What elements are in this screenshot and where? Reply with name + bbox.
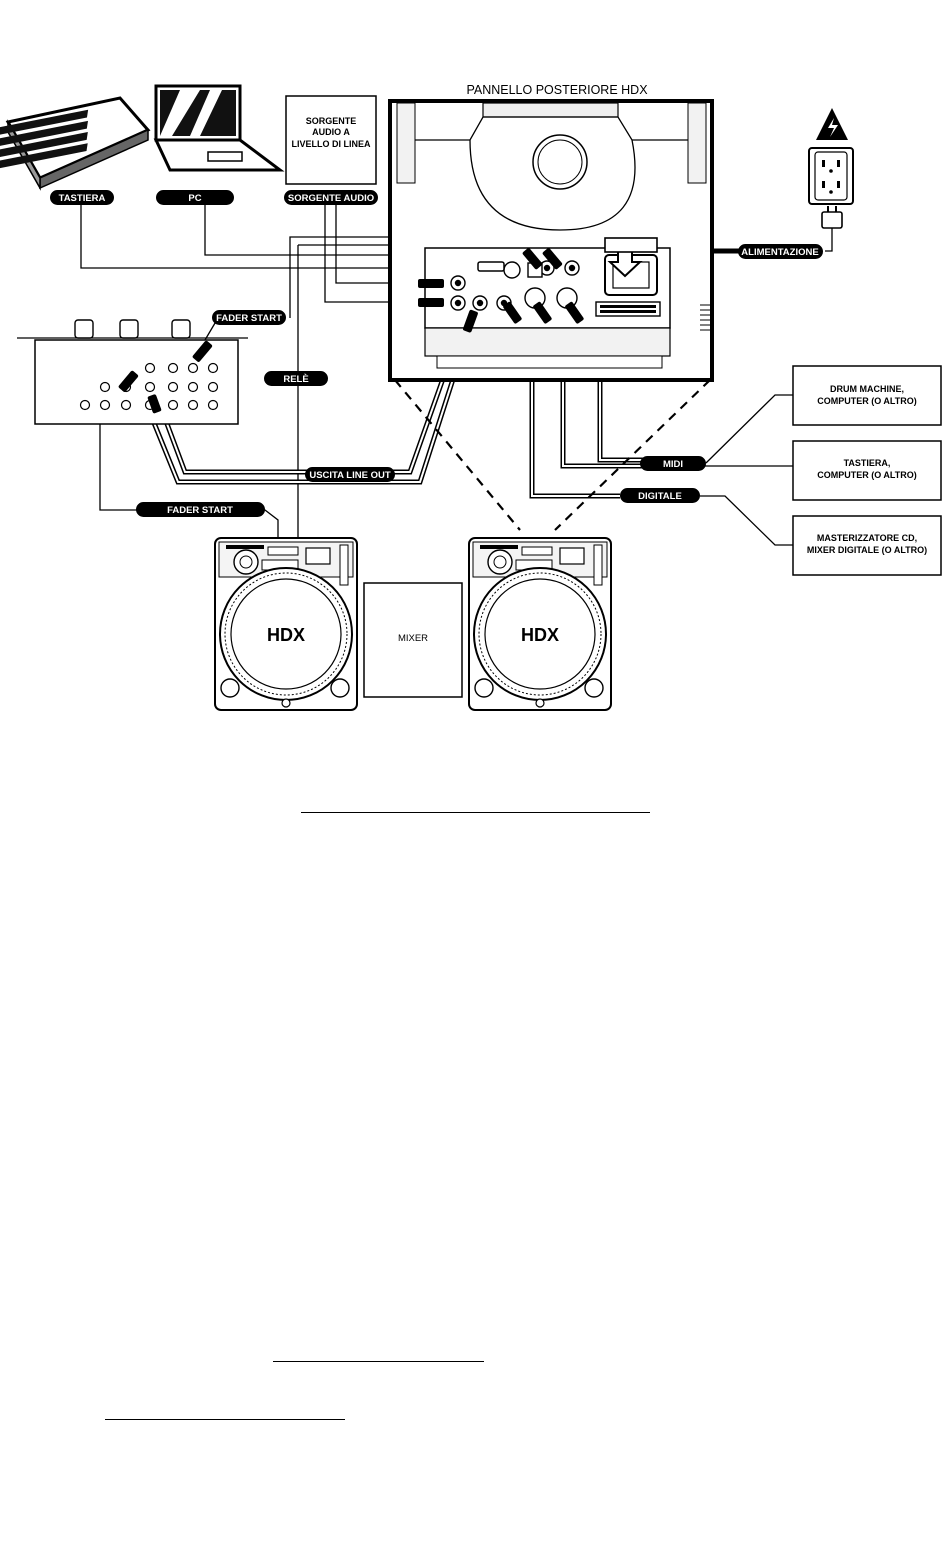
audio-source-line-3: LIVELLO DI LINEA [291, 139, 371, 149]
hdx-deck-right: HDX [469, 538, 611, 710]
audio-source-box: SORGENTE AUDIO A LIVELLO DI LINEA [286, 96, 376, 184]
pill-power: ALIMENTAZIONE [738, 244, 823, 259]
panel-title: PANNELLO POSTERIORE HDX [466, 83, 648, 97]
pill-power-text: ALIMENTAZIONE [741, 247, 818, 258]
pill-pc-text: PC [188, 193, 201, 204]
device-box-cd-burner: MASTERIZZATORE CD, MIXER DIGITALE (O ALT… [793, 516, 941, 575]
hdx-deck-left: HDX [215, 538, 357, 710]
drum-machine-line-2: COMPUTER (O ALTRO) [817, 396, 917, 406]
pill-midi: MIDI [640, 456, 706, 471]
cd-burner-line-2: MIXER DIGITALE (O ALTRO) [807, 545, 927, 555]
pill-digital: DIGITALE [620, 488, 700, 503]
pill-keyboard-text: TASTIERA [59, 193, 106, 204]
horizontal-rule-1 [301, 812, 650, 813]
audio-source-line-1: SORGENTE [306, 116, 357, 126]
pill-digital-text: DIGITALE [638, 491, 682, 502]
hdx-rear-panel: PANNELLO POSTERIORE HDX [390, 83, 712, 380]
pill-fader-start-bottom: FADER START [136, 502, 265, 517]
audio-source-line-2: AUDIO A [312, 127, 350, 137]
horizontal-rule-3 [105, 1419, 345, 1420]
horizontal-rule-2 [273, 1361, 484, 1362]
pill-relay-text: RELÈ [283, 374, 308, 385]
pill-audio-source-text: SORGENTE AUDIO [288, 193, 374, 204]
pill-fader-start-top: FADER START [212, 310, 286, 325]
deck-right-label: HDX [521, 625, 559, 645]
laptop-device [156, 86, 280, 170]
device-box-drum-machine: DRUM MACHINE, COMPUTER (O ALTRO) [793, 366, 941, 425]
pill-keyboard: TASTIERA [50, 190, 114, 205]
pill-relay: RELÈ [264, 371, 328, 386]
pill-fader-start-top-text: FADER START [216, 313, 282, 324]
pill-audio-source: SORGENTE AUDIO [284, 190, 378, 205]
deck-left-label: HDX [267, 625, 305, 645]
cd-burner-line-1: MASTERIZZATORE CD, [817, 533, 917, 543]
drum-machine-line-1: DRUM MACHINE, [830, 384, 904, 394]
pill-fader-start-bottom-text: FADER START [167, 505, 233, 516]
device-box-keyboard-computer: TASTIERA, COMPUTER (O ALTRO) [793, 441, 941, 500]
pill-midi-text: MIDI [663, 459, 683, 470]
mixer-label: MIXER [398, 633, 428, 644]
keyboard-computer-line-1: TASTIERA, [844, 458, 891, 468]
keyboard-device [0, 98, 148, 188]
pill-pc: PC [156, 190, 234, 205]
mixer-box: MIXER [364, 583, 462, 697]
power-outlet [809, 108, 853, 228]
dj-mixer-device [17, 320, 248, 424]
pill-line-out: USCITA LINE OUT [305, 467, 395, 482]
keyboard-computer-line-2: COMPUTER (O ALTRO) [817, 470, 917, 480]
pill-line-out-text: USCITA LINE OUT [309, 470, 390, 481]
